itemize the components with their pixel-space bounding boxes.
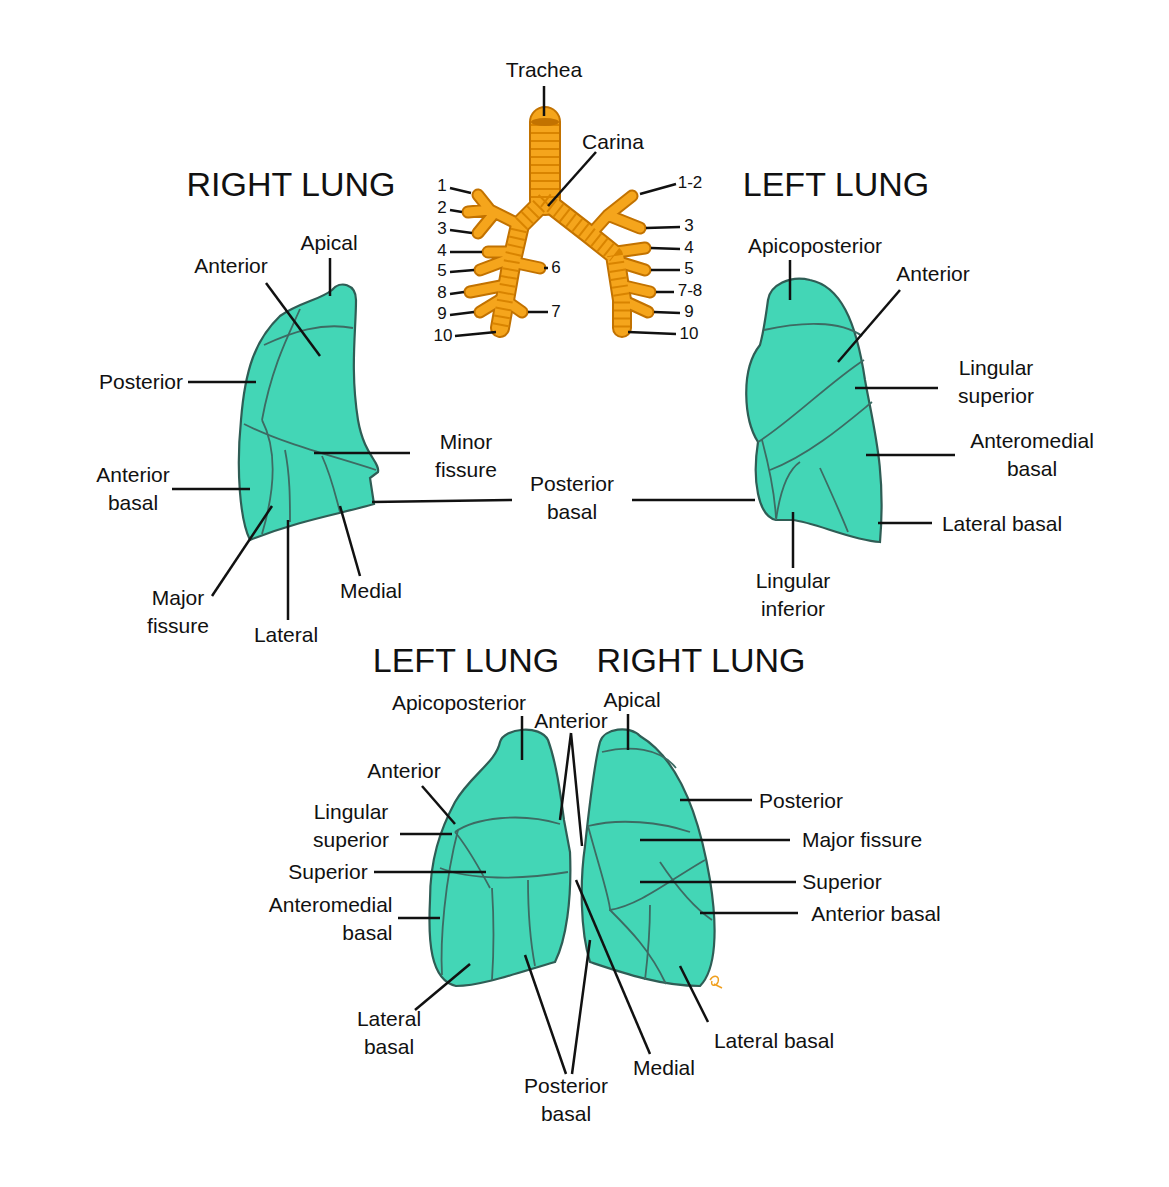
segment-label: Lingular inferior <box>743 567 843 623</box>
callout-number: 9 <box>437 303 446 326</box>
part-label: Carina <box>582 128 644 156</box>
callout-number: 3 <box>684 215 693 238</box>
left-lung-lateral <box>746 279 881 542</box>
callout-number: 3 <box>437 218 446 241</box>
segment-label: Anterior basal <box>811 900 941 928</box>
callout-number: 4 <box>437 240 446 263</box>
segment-label: Superior <box>802 868 881 896</box>
segment-label: Posterior basal <box>511 1072 621 1128</box>
segment-label: Posterior basal <box>517 470 627 526</box>
callout-number: 1-2 <box>678 172 703 195</box>
segment-label: Anteromedial basal <box>248 891 393 947</box>
segment-label: Lateral <box>254 621 318 649</box>
callout-number: 4 <box>684 237 693 260</box>
callout-number: 10 <box>680 323 699 346</box>
left-lung-posterior <box>429 730 570 986</box>
callout-number: 1 <box>437 175 446 198</box>
view-heading: LEFT LUNG <box>743 162 929 207</box>
callout-number: 10 <box>434 325 453 348</box>
segment-label: Lingular superior <box>941 354 1051 410</box>
segment-label: Apical <box>300 229 357 257</box>
right-lung-lateral <box>239 285 378 540</box>
callout-number: 9 <box>684 301 693 324</box>
segment-label: Posterior <box>759 787 843 815</box>
segment-label: Superior <box>288 858 367 886</box>
segment-label: Anterior <box>367 757 441 785</box>
callout-number: 5 <box>684 258 693 281</box>
segment-label: Lateral basal <box>942 510 1062 538</box>
callout-number: 7-8 <box>678 280 703 303</box>
view-heading: RIGHT LUNG <box>596 638 805 683</box>
segment-label: Medial <box>633 1054 695 1082</box>
leader-lines <box>172 258 955 1074</box>
segment-label: Medial <box>340 577 402 605</box>
callout-number: 8 <box>437 282 446 305</box>
segment-label: Apicoposterior <box>748 232 882 260</box>
segment-label: Anterior <box>194 252 268 280</box>
callout-number: 2 <box>437 197 446 220</box>
view-heading: LEFT LUNG <box>373 638 559 683</box>
segment-label: Lateral basal <box>714 1027 834 1055</box>
part-label: Trachea <box>506 56 582 84</box>
leader-lines <box>450 86 680 336</box>
right-lung-posterior <box>582 729 722 988</box>
fissure-label: Major fissure <box>802 826 922 854</box>
segment-label: Anterior <box>534 707 608 735</box>
segment-label: Lateral basal <box>344 1005 434 1061</box>
segment-label: Anterior basal <box>83 461 183 517</box>
segment-label: Lingular superior <box>296 798 406 854</box>
segment-label: Apical <box>603 686 660 714</box>
segment-label: Anterior <box>896 260 970 288</box>
fissure-label: Major fissure <box>128 584 228 640</box>
segment-label: Posterior <box>99 368 183 396</box>
segment-label: Apicoposterior <box>392 689 526 717</box>
callout-number: 6 <box>551 257 560 280</box>
fissure-label: Minor fissure <box>416 428 516 484</box>
callout-number: 7 <box>551 301 560 324</box>
view-heading: RIGHT LUNG <box>186 162 395 207</box>
callout-number: 5 <box>437 260 446 283</box>
segment-label: Anteromedial basal <box>960 427 1105 483</box>
bronchial-tree <box>468 118 650 328</box>
